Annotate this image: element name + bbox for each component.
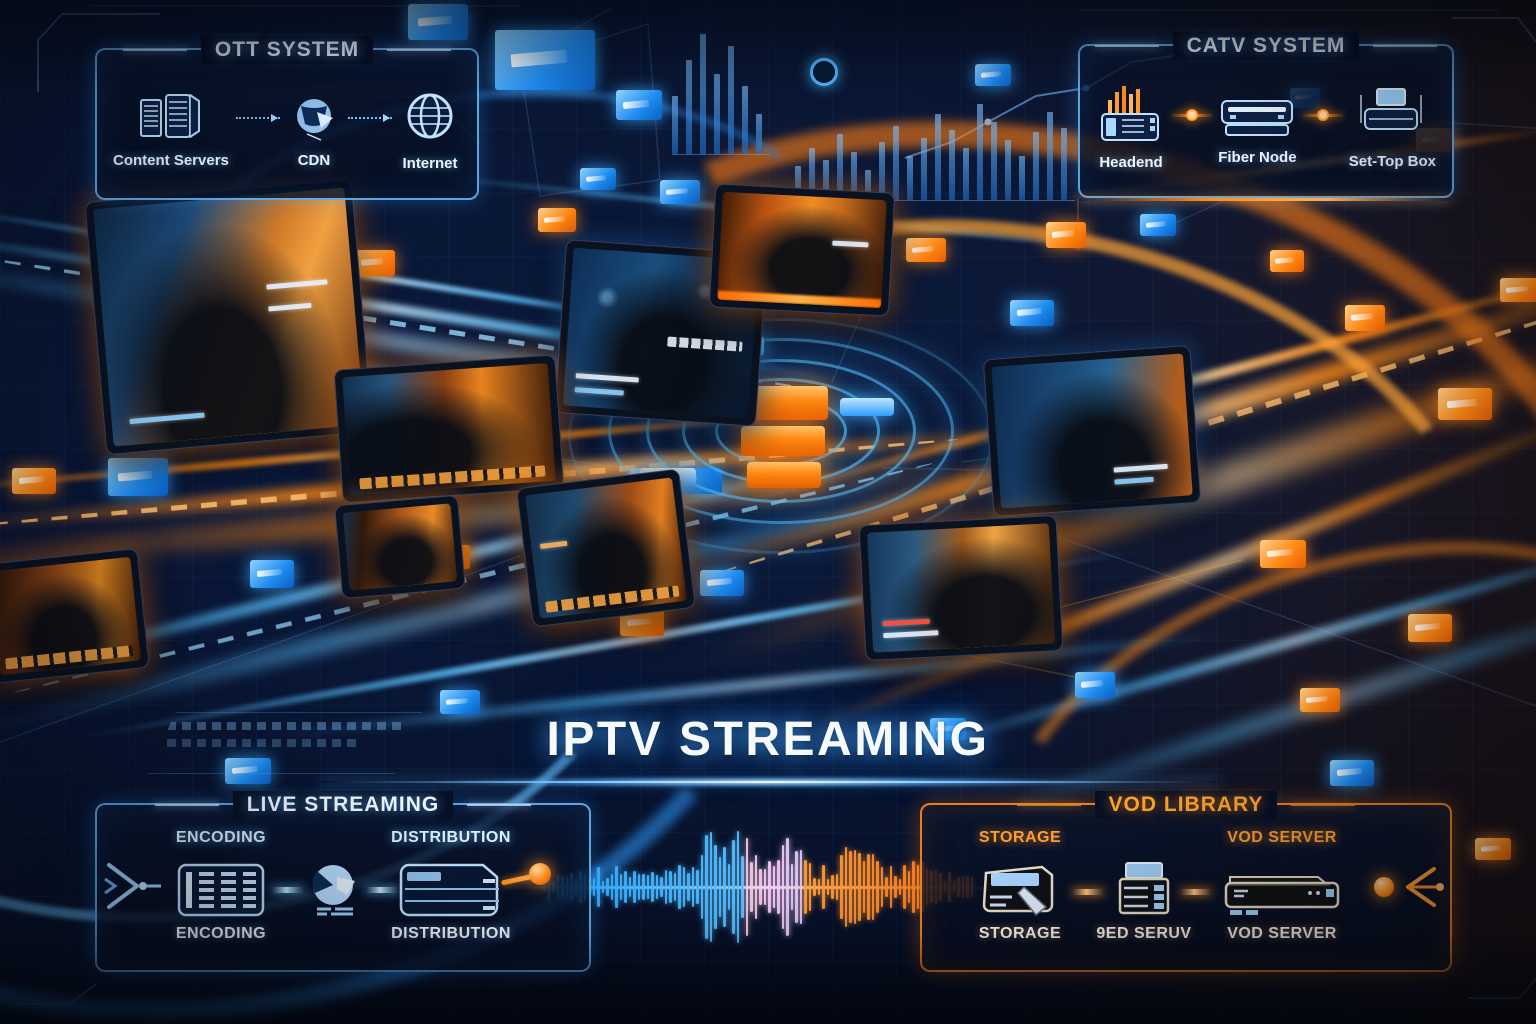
hub-orange-block	[747, 462, 821, 488]
video-screen-4	[982, 344, 1202, 518]
catv-item-label: Fiber Node	[1218, 148, 1297, 166]
flow-arrow	[365, 887, 399, 893]
catv-connector	[1302, 109, 1343, 121]
decor-bar-chart	[795, 96, 1075, 201]
hub-orange-block	[741, 426, 825, 456]
storage-top-label: STORAGE	[978, 829, 1062, 846]
ott-item-label: CDN	[297, 151, 331, 169]
video-screen-3	[708, 183, 896, 317]
encoding-bottom-label: ENCODING	[175, 925, 267, 942]
storage-bottom-label: STORAGE	[978, 925, 1062, 942]
distribution-node-dot	[529, 863, 551, 885]
live-streaming-panel: LIVE STREAMING ENCODING ENCODING	[95, 791, 591, 972]
flow-arrow-orange	[1180, 889, 1212, 895]
encoding-top-label: ENCODING	[175, 829, 267, 846]
ott-item-internet: Internet	[399, 89, 461, 172]
hub-blue-block	[840, 398, 894, 416]
catv-item-set-top-box: Set-Top Box	[1349, 85, 1436, 170]
cdn-sphere-icon	[296, 98, 333, 141]
video-screen-7	[858, 514, 1064, 662]
video-screen-5	[333, 354, 565, 504]
catv-item-headend: Headend	[1096, 84, 1166, 171]
audio-waveform	[503, 825, 1003, 955]
headend-icon	[1101, 85, 1159, 141]
title-glow-line	[320, 781, 1220, 783]
flow-arrow	[271, 887, 305, 893]
chevron-in-icon	[104, 863, 161, 909]
video-screen-6	[516, 468, 696, 628]
media-disc-icon	[312, 865, 355, 916]
vod-server-top-label: VOD SERVER	[1227, 829, 1337, 846]
catv-item-label: Set-Top Box	[1348, 152, 1436, 170]
vod-panel-title: VOD LIBRARY	[922, 791, 1450, 819]
ott-system-panel: OTT SYSTEM Content Servers	[95, 36, 479, 200]
distribution-top-label: DISTRIBUTION	[391, 829, 511, 846]
lock-icon	[810, 58, 838, 86]
rack-server-icon	[1118, 862, 1170, 915]
globe-icon	[407, 93, 453, 138]
live-panel-title: LIVE STREAMING	[97, 791, 589, 819]
catv-item-label: Headend	[1099, 153, 1163, 171]
ott-item-content-servers: Content Servers	[113, 92, 229, 169]
distribution-bottom-label: DISTRIBUTION	[391, 925, 511, 942]
vod-library-panel: VOD LIBRARY STORAGE STORAGE 9ED SERUV VO…	[920, 791, 1452, 972]
fiber-node-icon	[1221, 99, 1294, 136]
catv-connector	[1172, 109, 1213, 121]
catv-system-panel: CATV SYSTEM Headend	[1078, 32, 1454, 198]
ott-panel-title: OTT SYSTEM	[97, 36, 477, 64]
vod-node-dot	[1374, 877, 1394, 897]
vod-server-bottom-label: VOD SERVER	[1227, 925, 1337, 942]
vod-server-icon	[1224, 876, 1340, 915]
page-title: IPTV STREAMING	[546, 713, 990, 766]
video-screen-1	[84, 178, 374, 456]
decor-bar-chart	[672, 26, 770, 155]
flow-arrow-orange	[1072, 889, 1104, 895]
ott-connector	[347, 114, 392, 122]
server-stack-icon	[139, 93, 200, 138]
video-screen-8	[0, 548, 150, 684]
ott-item-label: Internet	[402, 154, 458, 172]
encoding-grid-icon	[177, 863, 265, 917]
ott-item-label: Content Servers	[113, 151, 229, 169]
catv-panel-underline	[1078, 198, 1450, 201]
storage-drive-icon	[982, 865, 1054, 917]
video-screen-9	[334, 494, 466, 600]
chevron-out-icon	[1406, 867, 1444, 907]
set-top-box-icon	[1360, 87, 1423, 130]
ott-connector	[235, 114, 280, 122]
catv-panel-title: CATV SYSTEM	[1080, 32, 1452, 60]
mid-server-bottom-label: 9ED SERUV	[1096, 925, 1192, 942]
ott-item-cdn: CDN	[287, 92, 341, 169]
catv-item-fiber-node: Fiber Node	[1218, 89, 1297, 166]
distribution-device-icon	[399, 863, 499, 917]
